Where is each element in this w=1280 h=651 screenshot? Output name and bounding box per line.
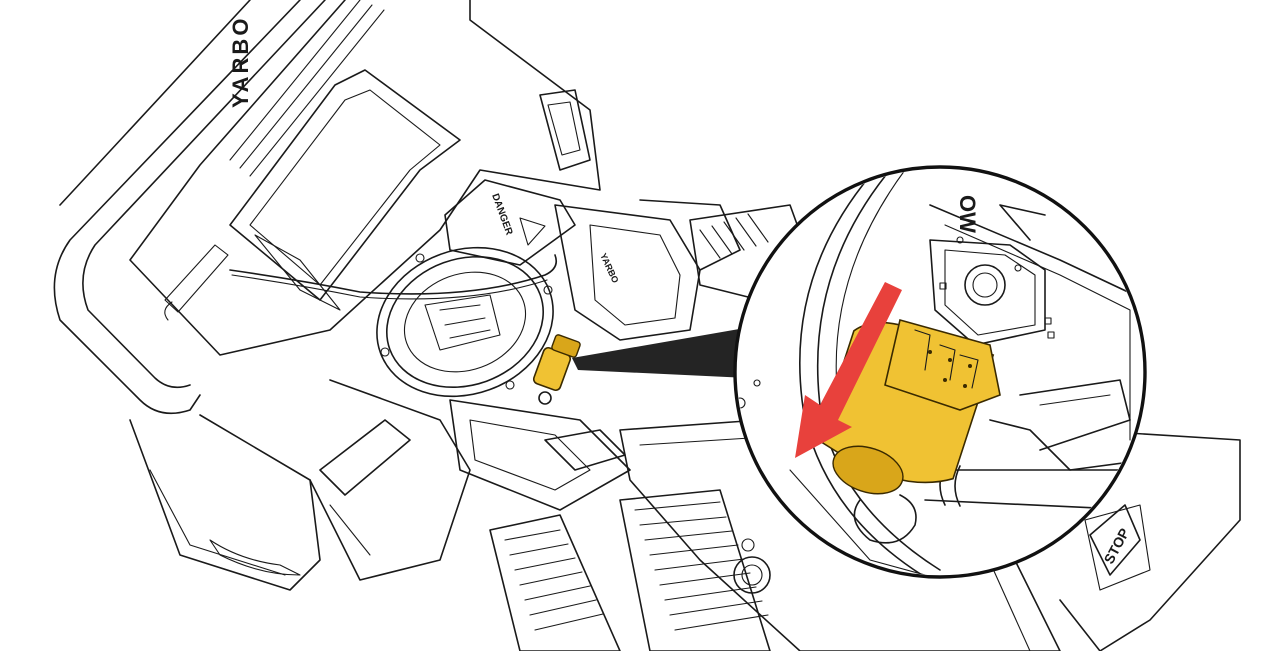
direction-arrow <box>795 282 902 458</box>
track-assembly <box>489 489 771 651</box>
stop-label: STOP <box>1101 525 1133 566</box>
right-plate <box>1059 429 1241 651</box>
connector-block <box>929 239 1046 346</box>
brand-zoom-label: OW <box>955 195 980 233</box>
handle-bar <box>53 0 326 415</box>
magnified-view: OW <box>733 165 1147 579</box>
top-housing <box>129 0 601 356</box>
side-panel <box>129 414 321 591</box>
machine-body <box>53 0 1241 651</box>
danger-label: DANGER <box>489 192 514 237</box>
magnifier-border <box>733 165 1147 579</box>
danger-plate <box>444 179 576 266</box>
ring-mount <box>376 246 554 398</box>
callout-cone <box>572 328 748 378</box>
brand-small-label: YARBO <box>598 252 620 285</box>
brand-label: YARBO <box>228 16 253 108</box>
highlighted-part-small <box>532 334 581 405</box>
